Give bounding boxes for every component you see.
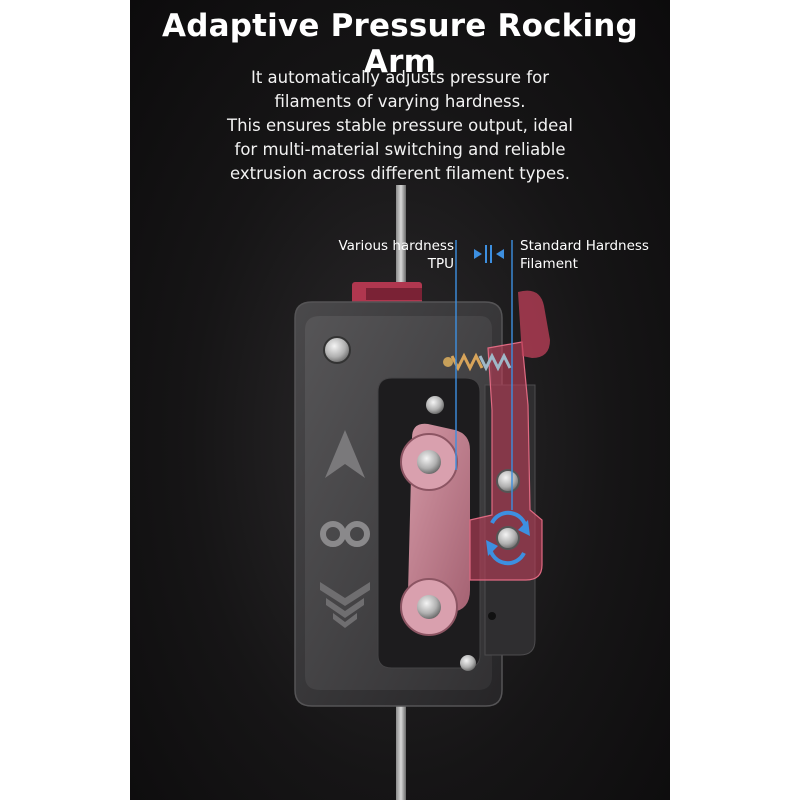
- label-standard-hardness: Standard Hardness Filament: [520, 238, 649, 272]
- description-line: for multi-material switching and reliabl…: [234, 140, 566, 159]
- product-image: Adaptive Pressure Rocking Arm It automat…: [130, 0, 670, 800]
- filament-top: [396, 185, 406, 345]
- page-title: Adaptive Pressure Rocking Arm: [162, 8, 638, 80]
- infinity-logo-icon: [320, 521, 370, 547]
- description-line: extrusion across different filament type…: [230, 164, 570, 183]
- screw: [460, 655, 476, 671]
- description-line: It automatically adjusts pressure for: [250, 68, 550, 87]
- screw: [496, 526, 520, 550]
- label-various-hardness: Various hardness TPU: [338, 238, 454, 272]
- filament-bottom: [396, 650, 406, 800]
- description: It automatically adjusts pressure for fi…: [150, 66, 650, 186]
- triangle-logo-icon: [325, 430, 365, 478]
- gap-indicator-icon: [474, 245, 504, 263]
- description-line: filaments of varying hardness.: [274, 92, 526, 111]
- rocking-arm-hook: [518, 290, 550, 358]
- extruder-illustration: [294, 185, 550, 800]
- tension-spring: [450, 352, 512, 372]
- chevron-logo-icon: [320, 582, 370, 628]
- description-line: This ensures stable pressure output, ide…: [226, 116, 573, 135]
- rotation-arrows-icon: [488, 510, 528, 566]
- screw: [496, 469, 520, 493]
- screw: [323, 336, 351, 364]
- screw: [426, 396, 444, 414]
